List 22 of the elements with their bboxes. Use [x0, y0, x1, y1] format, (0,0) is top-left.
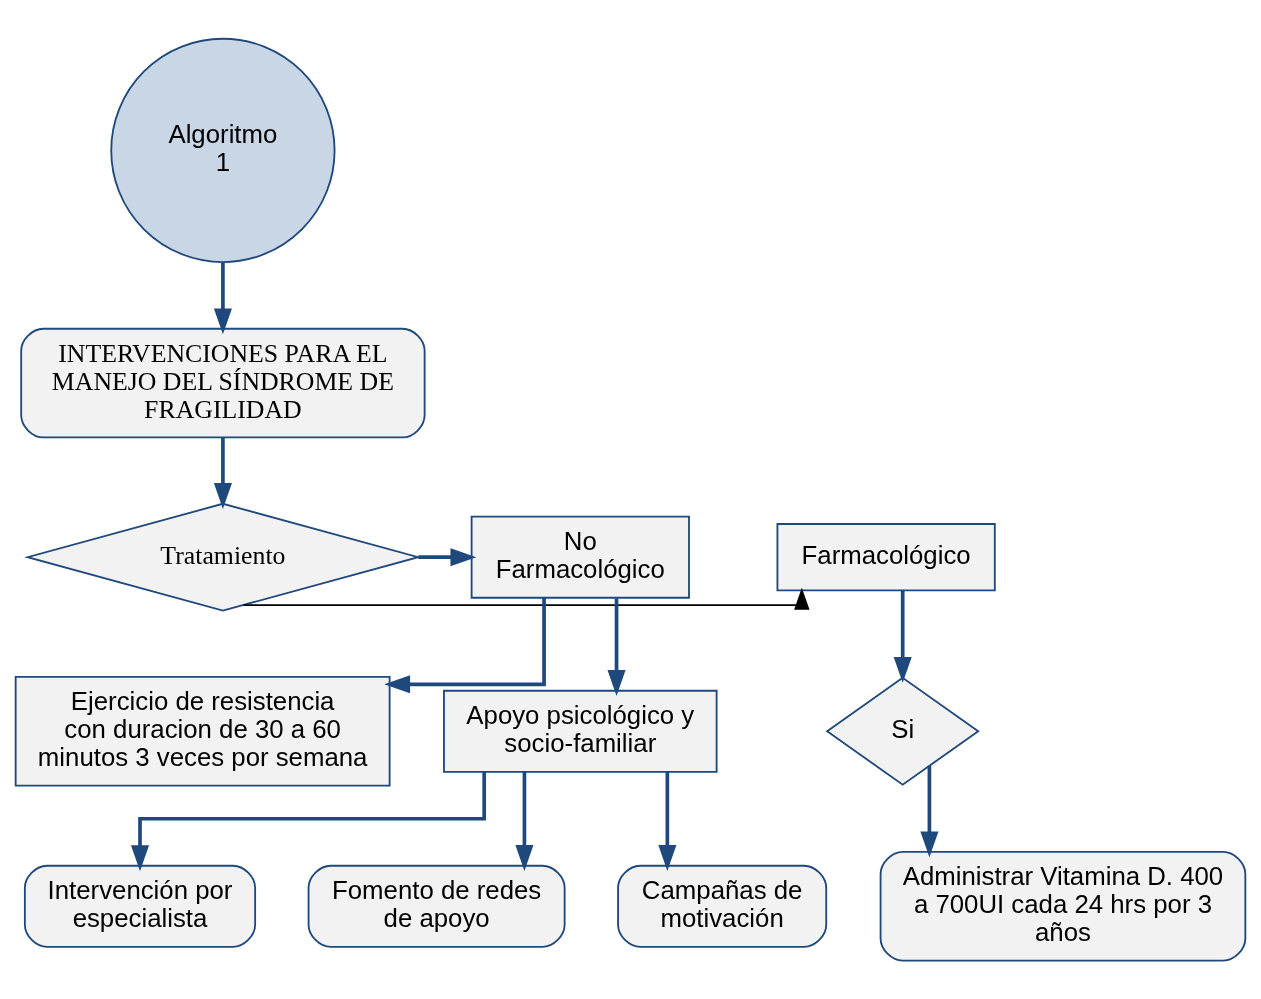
arrow: [384, 598, 546, 694]
arrow: [242, 587, 810, 610]
node-circle: Algoritmo 1: [110, 37, 336, 263]
node-box: No Farmacológico: [470, 515, 690, 599]
arrow: [213, 437, 232, 509]
node-box: Farmacológico: [776, 523, 996, 592]
node-box: Apoyo psicológico y socio-familiar: [443, 689, 718, 773]
arrow: [418, 548, 477, 567]
node-box: Campañas de motivación: [617, 864, 828, 948]
arrow: [130, 771, 487, 872]
arrow: [213, 262, 232, 335]
arrow: [920, 765, 939, 858]
arrow: [607, 598, 626, 696]
node-box: Intervención por especialista: [23, 864, 257, 948]
node-diamond: Si: [825, 676, 980, 786]
arrow: [515, 771, 534, 871]
node-box: INTERVENCIONES PARA EL MANEJO DEL SÍNDROME DE FRAGILIDAD: [20, 327, 426, 439]
node-box: Ejercicio de resistencia con duracion de 30 a 60 minutos 3 veces por semana: [14, 676, 391, 787]
node-box: Fomento de redes de apoyo: [307, 864, 566, 948]
node-box: Administrar Vitamina D. 400 a 700UI cada 24 hrs por 3 años: [879, 851, 1247, 962]
arrow: [658, 771, 677, 871]
arrow: [893, 590, 912, 683]
